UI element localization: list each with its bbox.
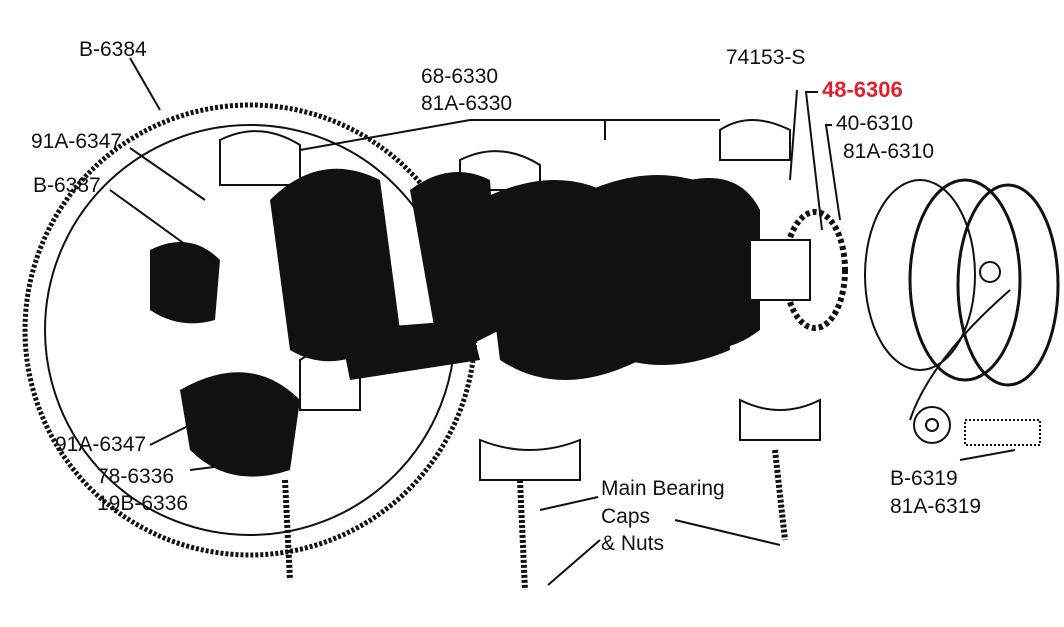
label-highlighted-part: 48-6306 [822,77,903,102]
label-caps-line3: & Nuts [601,532,665,555]
label-bolt-lower: 91A-6347 [55,433,147,456]
pulley-2 [908,178,1022,382]
pulley-3 [956,183,1060,387]
label-key: 74153-S [726,46,806,69]
label-pulley-bolt-b: 81A-6319 [890,495,982,518]
label-sprocket-a: 40-6310 [836,112,914,135]
label-caps-line2: Caps [601,505,651,528]
label-pulley-bolt-a: B-6319 [890,467,958,490]
label-bolt-upper: 91A-6347 [31,130,123,153]
label-dowel: B-6387 [33,174,101,197]
label-main-bearing-b: 81A-6330 [421,92,513,115]
label-rod-cap-b: 19B-6336 [97,492,189,515]
pulley-1 [864,179,976,371]
label-caps-line1: Main Bearing [601,477,725,500]
crankshaft [150,168,811,477]
label-rod-cap-a: 78-6336 [97,465,175,488]
label-sprocket-b: 81A-6310 [843,140,935,163]
label-main-bearing-a: 68-6330 [421,65,499,88]
label-flywheel-gear: B-6384 [79,38,147,61]
